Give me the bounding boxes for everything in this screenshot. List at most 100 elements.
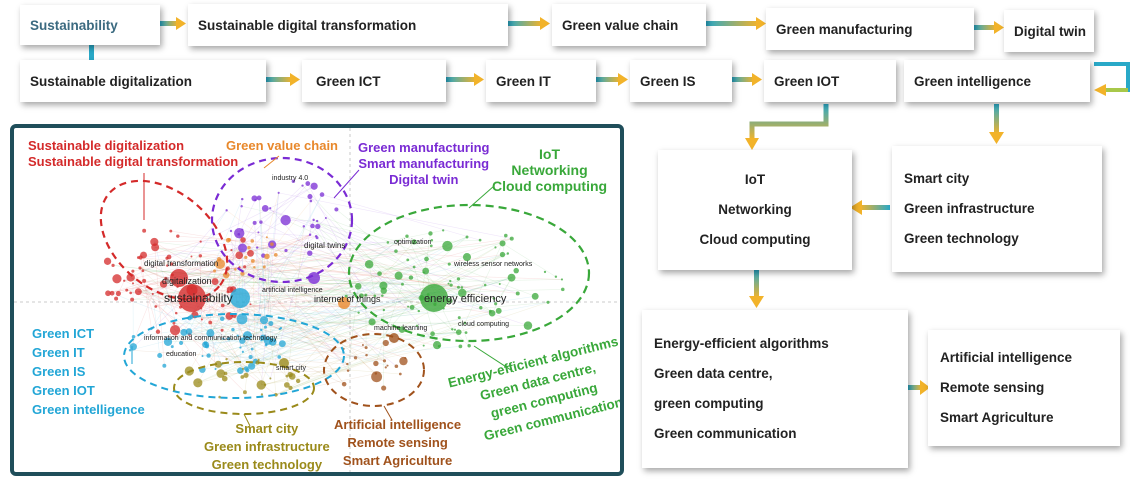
- network-node: [373, 294, 377, 298]
- network-edge: [154, 241, 424, 273]
- network-node: [467, 344, 471, 348]
- label-iot: IoT: [539, 146, 561, 162]
- network-term: energy efficiency: [424, 293, 507, 305]
- network-node: [265, 236, 268, 239]
- arrow-is-to-iot: [732, 73, 762, 86]
- network-hub-node: [420, 284, 448, 312]
- network-node: [123, 279, 126, 282]
- network-node: [225, 209, 228, 212]
- network-edge: [244, 254, 276, 268]
- network-node: [179, 340, 184, 346]
- arrow-iot-to-box: [745, 104, 829, 150]
- network-node: [219, 316, 225, 322]
- network-node: [142, 228, 147, 233]
- network-edge: [126, 289, 373, 323]
- label-sustainable-digital-transformation: Sustainable digital transformation: [28, 154, 239, 169]
- network-node: [310, 182, 318, 190]
- network-edge: [227, 199, 243, 293]
- network-node: [277, 191, 280, 194]
- network-edge: [242, 240, 398, 353]
- network-node: [451, 328, 454, 331]
- network-edge: [165, 278, 403, 330]
- network-node: [240, 271, 245, 276]
- network-node: [269, 207, 272, 210]
- network-node: [221, 375, 228, 382]
- network-edge: [175, 301, 549, 337]
- network-term: digitalization: [162, 276, 212, 286]
- network-edge: [275, 300, 450, 396]
- network-node: [499, 251, 506, 258]
- network-node: [151, 292, 154, 296]
- network-node: [302, 225, 306, 228]
- network-node: [386, 241, 390, 244]
- network-node: [125, 288, 129, 292]
- network-node: [446, 297, 453, 304]
- network-edge: [222, 305, 413, 308]
- network-node: [207, 298, 211, 301]
- node-gvc-label: Green value chain: [562, 17, 679, 33]
- network-edge: [226, 210, 273, 245]
- node-green-iot: Green IOT: [764, 60, 896, 102]
- network-node: [226, 286, 234, 293]
- arrow-it-to-is: [596, 73, 628, 86]
- network-edge: [258, 197, 266, 328]
- network-edge: [263, 253, 311, 321]
- network-edge: [191, 266, 415, 289]
- network-node: [237, 232, 241, 236]
- network-node: [394, 249, 398, 253]
- network-node: [515, 291, 520, 296]
- network-node: [458, 344, 463, 349]
- network-node: [324, 217, 327, 220]
- network-node: [129, 291, 133, 295]
- network-node: [169, 324, 181, 336]
- network-node: [264, 343, 268, 347]
- network-edge: [197, 266, 265, 383]
- network-edge: [151, 210, 227, 329]
- network-edge: [140, 257, 152, 329]
- network-node: [285, 374, 289, 378]
- network-edge: [307, 183, 367, 296]
- network-edge: [286, 226, 305, 385]
- network-node: [170, 262, 174, 266]
- network-edge: [241, 205, 398, 242]
- network-edge: [266, 237, 272, 324]
- network-edge: [214, 234, 311, 282]
- network-node: [131, 269, 135, 273]
- network-edge: [230, 282, 350, 290]
- node-sustainable-digital-transformation: Sustainable digital transformation: [188, 4, 508, 46]
- node-sustainable-digitalization: Sustainable digitalization: [20, 60, 266, 102]
- network-edge: [286, 310, 499, 377]
- network-edge: [266, 236, 459, 288]
- network-edge: [265, 208, 518, 294]
- arrow-gvc-to-gm: [706, 17, 766, 30]
- network-edge: [261, 370, 349, 386]
- label-green-value-chain: Green value chain: [226, 138, 338, 153]
- network-node: [407, 305, 410, 308]
- smart-city-item: Smart city: [904, 171, 970, 186]
- node-green-value-chain: Green value chain: [552, 4, 706, 46]
- network-node: [165, 256, 169, 260]
- network-edge: [139, 267, 280, 330]
- network-node: [220, 328, 224, 332]
- network-edge: [139, 267, 159, 332]
- green-data-centre-item: Green data centre,: [654, 366, 773, 381]
- network-node: [263, 325, 267, 329]
- network-node: [242, 367, 245, 370]
- network-node: [428, 231, 433, 236]
- network-edge: [228, 277, 512, 340]
- green-computing-item: green computing: [654, 396, 764, 411]
- network-node: [457, 316, 461, 320]
- network-node: [253, 266, 256, 269]
- network-edge: [155, 247, 462, 288]
- network-node: [227, 337, 231, 341]
- cluster-olive-outline: [173, 361, 315, 415]
- network-node: [157, 352, 163, 359]
- network-node: [319, 192, 325, 197]
- network-node: [257, 358, 260, 362]
- network-node: [241, 350, 244, 353]
- network-node: [190, 255, 193, 258]
- network-node: [384, 366, 387, 369]
- network-nodes: [103, 179, 565, 399]
- network-node: [243, 265, 247, 269]
